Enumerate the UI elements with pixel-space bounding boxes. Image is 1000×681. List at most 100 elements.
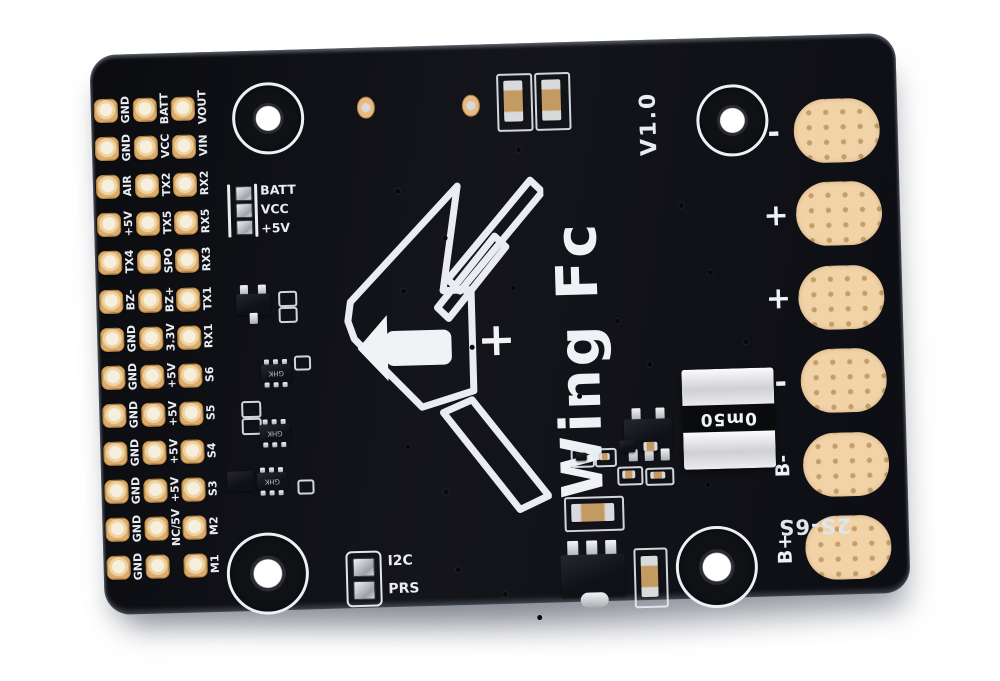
arrow-shaft [385,329,452,366]
power-pad [797,264,886,331]
jumper-label: BATT [259,181,296,198]
pin-label: S3 [206,480,220,497]
pin-pad [171,134,197,160]
via-dot [455,567,461,573]
power-pad-row: - [759,97,897,167]
pin-pad [134,173,160,199]
jumper-pad-outline [277,290,298,308]
product-name-text: Wing Fc [543,220,617,500]
small-ic: GHK [259,419,291,448]
shunt-marking: 0m50 [699,407,758,430]
pin-label: GND [124,324,139,352]
pin-pad [144,516,169,542]
via-dot [743,339,749,345]
resistor-outline [570,448,596,469]
transistor-sot23 [89,33,895,462]
jumper-pad-outline [278,306,298,324]
via-dot [502,591,508,598]
shunt-terminal [681,367,775,407]
pin-pad [98,289,124,314]
jumper-line [227,184,232,238]
jumper-label: PRS [388,580,420,598]
mounting-hole-bottom-left [225,531,311,616]
jumper-pad-outline [297,479,315,495]
pin-pad [142,440,167,465]
smd-capacitor [571,502,615,523]
smd-capacitor [640,555,659,598]
mounting-hole-top-right [695,83,770,158]
pin-pad [96,212,122,238]
pin-pad [101,365,126,390]
battery-range-label: 2S-6S [777,513,852,540]
pin-label: M2 [207,516,221,536]
pin-pad [104,479,129,505]
power-pad-label: - [767,114,781,150]
wing-stripe-bottom [439,396,553,514]
pin-label: TX4 [122,249,137,274]
pin-label: GND [126,400,141,428]
resistor-outline [594,447,618,468]
smd-chip [619,440,636,453]
pin-pad [137,287,163,313]
pin-label: GND [119,133,134,162]
pin-label: GND [125,362,140,390]
pin-pad [172,172,198,198]
pin-label: S5 [204,403,218,420]
pin-pad [181,477,206,502]
current-shunt-resistor: 0m50 [681,367,777,470]
pin-row: BZ-BZ+TX1 [98,278,229,320]
pin-pad [180,439,205,464]
small-ic: GHK [261,358,292,388]
capacitor-outline [534,71,572,131]
via-dot [537,614,543,621]
transistor-sot23 [227,470,254,492]
jumper-pad [235,185,253,202]
voltage-regulator-sot223 [89,33,895,608]
pin-label: VOUT [195,90,210,125]
jumper-pad-outline [293,355,312,371]
smd-resistor [643,441,658,452]
pin-label: TX1 [200,285,215,310]
pin-pad [106,555,131,581]
pin-pad [141,402,166,427]
pin-pad [139,364,165,389]
pin-pad [176,324,202,350]
power-pad-row: - [766,347,904,417]
pin-pad [136,249,162,275]
pin-label: AIR [120,174,135,197]
resistor-outline [645,467,675,486]
pin-label: VIN [196,134,211,157]
power-pad-row: + [761,180,899,250]
pin-pad [93,98,119,124]
pin-label: GND [129,476,143,505]
via-dot [614,318,621,324]
jumper-pad [236,219,254,236]
pin-pad [177,363,203,388]
power-pad [792,97,881,164]
jumper-pad [235,202,253,219]
power-pad [799,347,888,414]
pin-label: RX3 [199,247,214,273]
via-pad [356,96,376,119]
mounting-hole-bottom-right [674,524,759,610]
plus-symbol: + [476,312,516,367]
voltage-jumper-block: BATT VCC +5V [227,179,315,239]
pin-label: GND [130,514,144,543]
pin-label: GND [118,95,133,124]
pin-pad [170,96,196,122]
via-pad [461,94,481,117]
via-dot [647,361,653,367]
pin-label: RX2 [197,170,212,196]
capacitor-outline [633,547,669,609]
wing-stripe-mid [434,232,510,322]
